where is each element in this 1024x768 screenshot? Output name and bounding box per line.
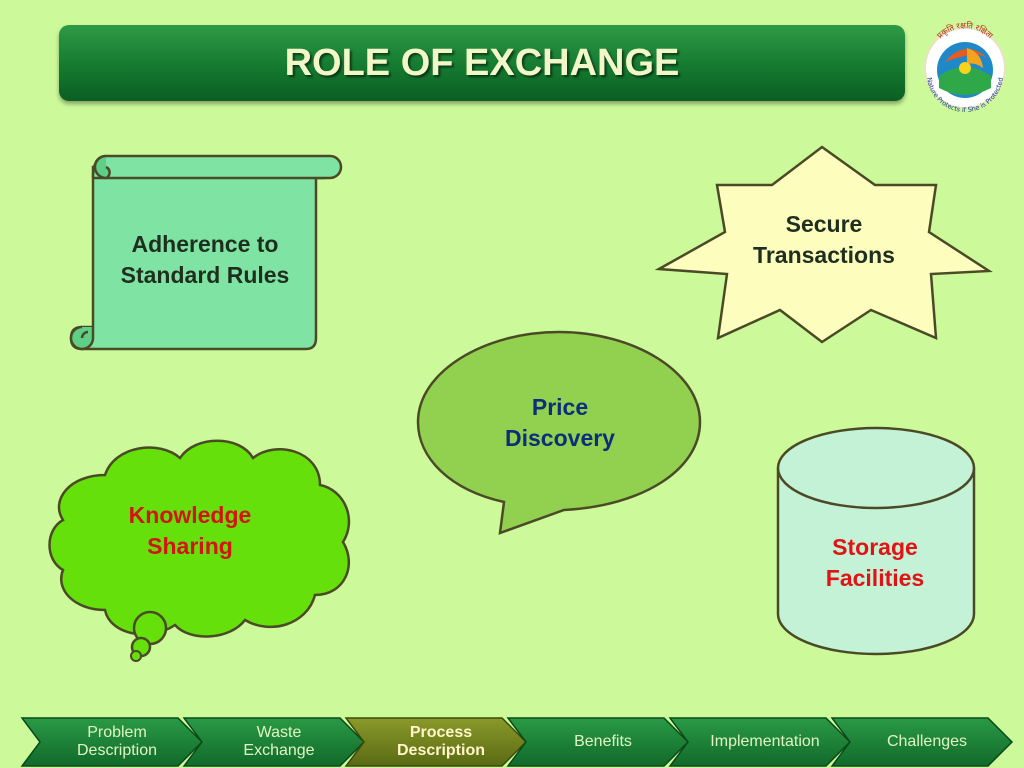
star-shape <box>655 145 993 344</box>
bubble-label: Price Discovery <box>505 394 615 451</box>
speech-bubble-shape <box>416 330 702 535</box>
page-title: ROLE OF EXCHANGE <box>284 41 680 84</box>
nav-item-process-description[interactable]: Process Description <box>396 723 485 759</box>
cylinder-label: Storage Facilities <box>825 534 925 591</box>
ministry-logo: प्रकृति रक्षति रक्षिता Nature Protects i… <box>924 20 1006 114</box>
title-bar: ROLE OF EXCHANGE <box>59 25 905 101</box>
star-label: Secure Transactions <box>753 211 895 268</box>
nav-item-waste-exchange[interactable]: Waste Exchange <box>243 723 315 759</box>
cloud-shape <box>48 439 351 662</box>
nav-item-implementation[interactable]: Implementation <box>710 732 820 750</box>
nav-item-problem-description[interactable]: Problem Description <box>76 723 158 759</box>
nav-item-challenges[interactable]: Challenges <box>886 732 968 750</box>
scroll-label: Adherence to Standard Rules <box>120 231 290 288</box>
cloud-label: Knowledge Sharing <box>128 502 252 559</box>
bottom-navigation: Problem Description Waste Exchange Proce… <box>0 715 1024 768</box>
nav-arrows <box>20 717 1014 767</box>
scroll-shape <box>69 154 343 351</box>
nav-item-benefits[interactable]: Benefits <box>574 732 632 750</box>
cylinder-shape <box>776 426 976 656</box>
